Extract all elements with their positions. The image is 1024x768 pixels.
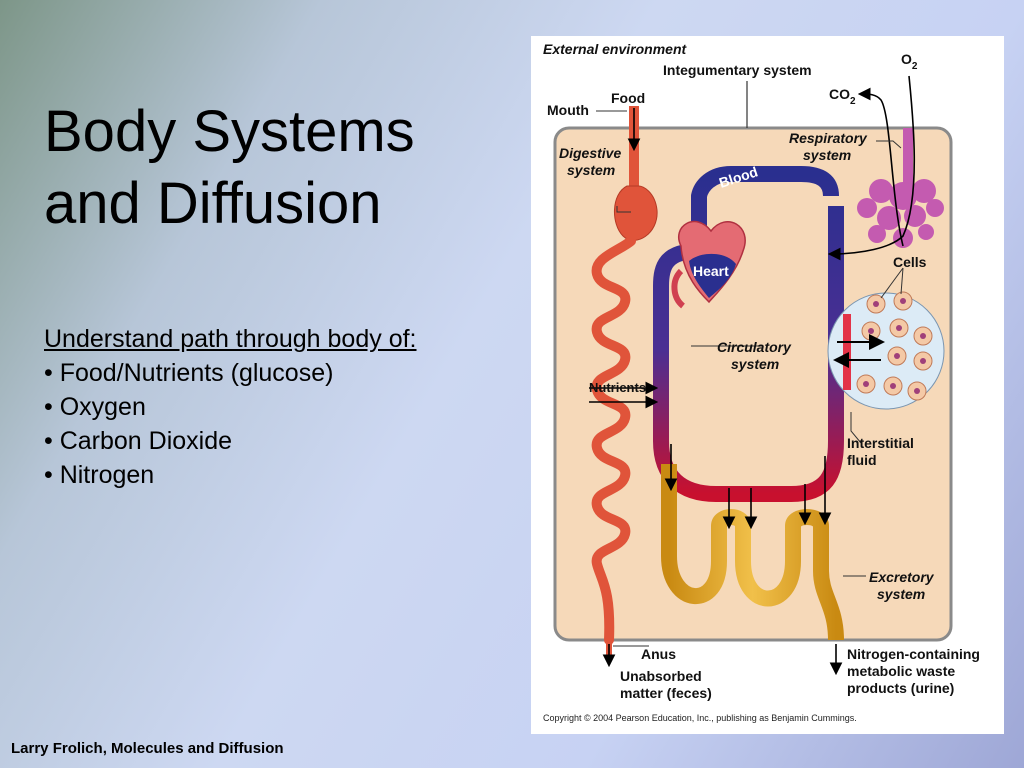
label-respiratory-2: system — [803, 147, 851, 163]
cells-nuclei — [863, 298, 926, 394]
label-nitrogen-3: products (urine) — [847, 680, 954, 696]
label-mouth: Mouth — [547, 102, 589, 118]
label-digestive-1: Digestive — [559, 145, 621, 161]
bullet-item-food: Food/Nutrients (glucose) — [44, 356, 417, 390]
label-cells: Cells — [893, 254, 927, 270]
circulatory-loop — [653, 166, 844, 502]
respiratory-system — [857, 128, 944, 248]
copyright-notice: Copyright © 2004 Pearson Education, Inc.… — [543, 713, 857, 723]
label-co2-sub: 2 — [850, 96, 856, 107]
label-digestive-2: system — [567, 162, 615, 178]
slide-title: Body Systems and Diffusion — [44, 96, 415, 240]
diagram-svg: External environment Integumentary syste… — [543, 41, 980, 723]
co2-arrow — [857, 87, 904, 247]
label-interstitial-1: Interstitial — [847, 435, 914, 451]
intestine — [591, 236, 636, 645]
label-co2: CO2 — [829, 86, 856, 107]
title-line-1: Body Systems — [44, 99, 415, 164]
label-o2-sub: 2 — [912, 61, 918, 72]
label-unabsorbed-2: matter (feces) — [620, 685, 712, 701]
label-circulatory-2: system — [731, 356, 779, 372]
body-systems-diagram: External environment Integumentary syste… — [531, 36, 1004, 734]
bullet-list-block: Understand path through body of: Food/Nu… — [44, 322, 417, 492]
body-outline — [553, 126, 953, 642]
bullet-list: Food/Nutrients (glucose) Oxygen Carbon D… — [44, 356, 417, 492]
label-circulatory-1: Circulatory — [717, 339, 792, 355]
label-integumentary-system: Integumentary system — [663, 62, 812, 78]
label-excretory-2: system — [877, 586, 925, 602]
label-respiratory-1: Respiratory — [789, 130, 868, 146]
excretory-system — [661, 464, 844, 641]
label-o2: O2 — [901, 51, 918, 72]
o2-arrow — [827, 75, 916, 261]
label-o2-main: O — [901, 51, 912, 67]
interstitial-fluid-circle — [827, 292, 945, 410]
bullet-item-nitrogen: Nitrogen — [44, 458, 417, 492]
label-heart: Heart — [693, 263, 729, 279]
label-interstitial-2: fluid — [847, 452, 877, 468]
label-food: Food — [611, 90, 645, 106]
heart — [671, 220, 746, 309]
bullet-item-carbon-dioxide: Carbon Dioxide — [44, 424, 417, 458]
filtration-arrows — [664, 444, 832, 530]
label-nutrients: Nutrients — [589, 380, 646, 395]
label-unabsorbed-1: Unabsorbed — [620, 668, 702, 684]
leader-lines — [596, 110, 904, 647]
label-nitrogen-1: Nitrogen-containing — [847, 646, 980, 662]
slide-footer: Larry Frolich, Molecules and Diffusion — [11, 740, 284, 757]
bullet-heading: Understand path through body of: — [44, 325, 417, 353]
label-excretory-1: Excretory — [869, 569, 935, 585]
bullet-item-oxygen: Oxygen — [44, 390, 417, 424]
title-line-2: and Diffusion — [44, 171, 382, 236]
label-co2-main: CO — [829, 86, 850, 102]
label-anus: Anus — [641, 646, 676, 662]
label-external-environment: External environment — [543, 41, 687, 57]
label-nitrogen-2: metabolic waste — [847, 663, 955, 679]
